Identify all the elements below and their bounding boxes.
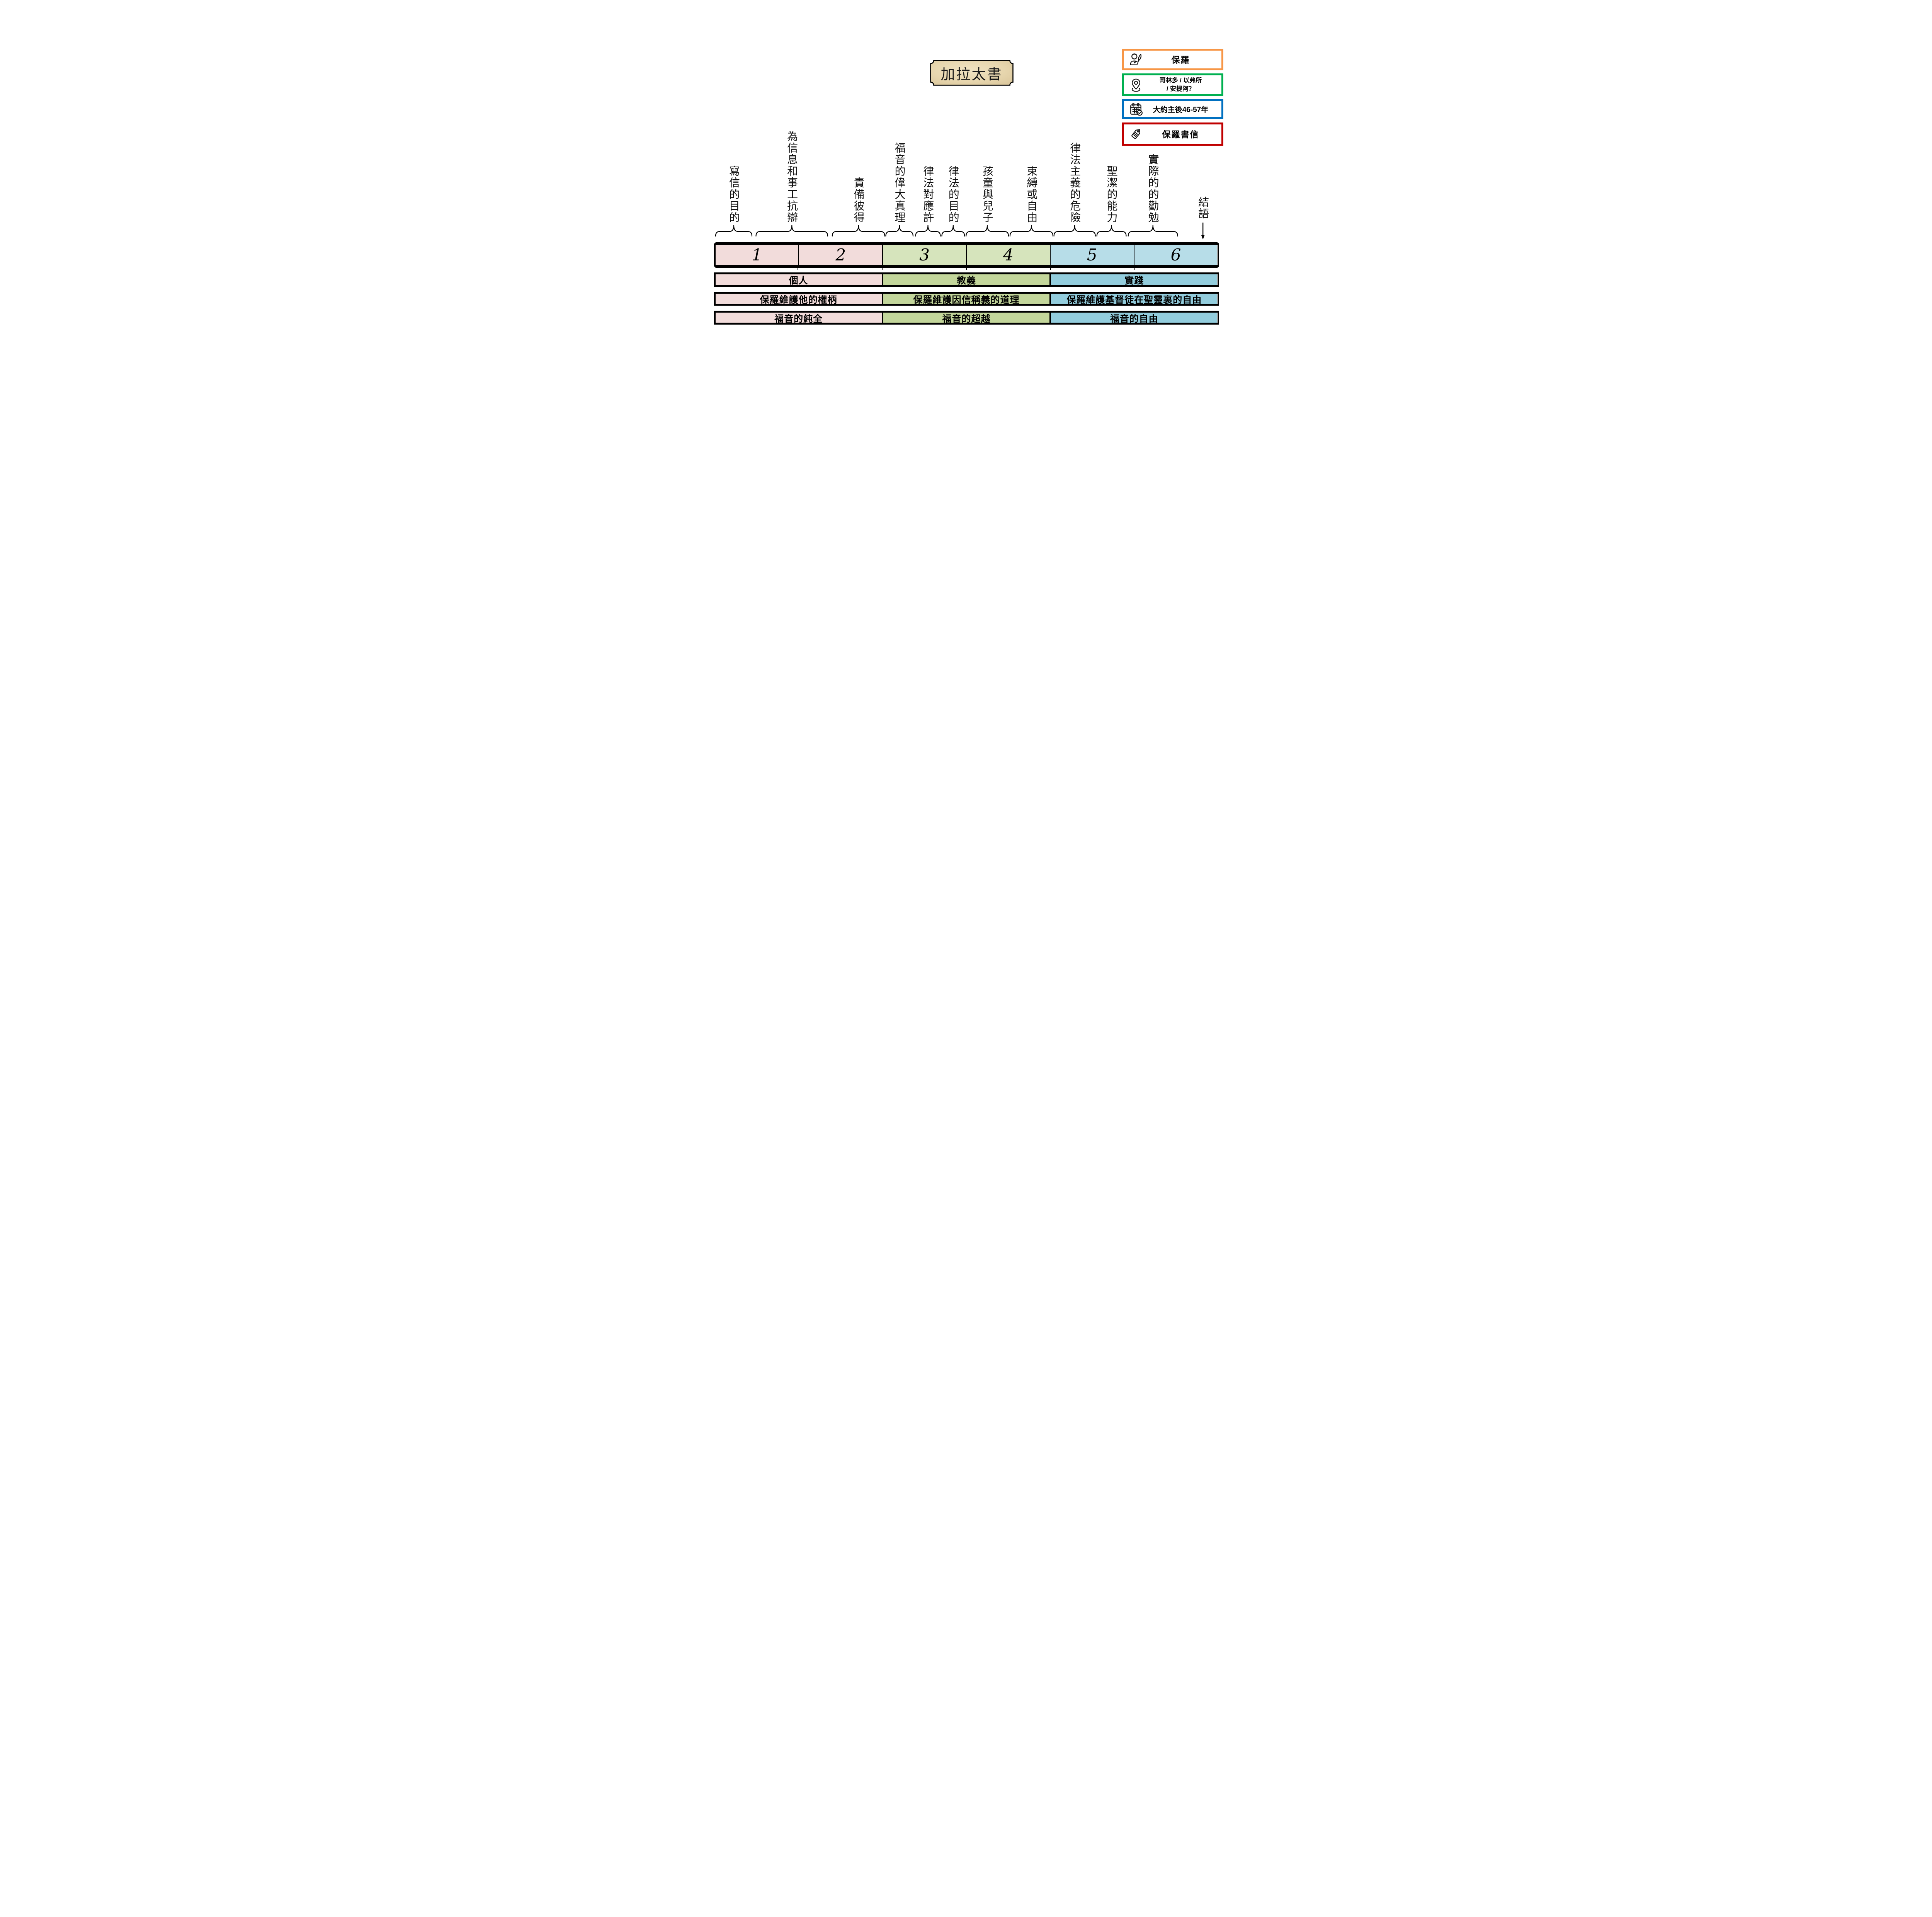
chapter-divider-tick (966, 268, 967, 270)
section-label: 聖潔的能力 (1105, 165, 1118, 223)
defense-row: 保羅維護他的權柄保羅維護因信稱義的道理保羅維護基督徒在聖靈裏的自由 (714, 292, 1219, 306)
legend-category-label: 保羅書信 (1162, 130, 1199, 139)
section-brace (715, 225, 752, 237)
summary-cell: 保羅維護基督徒在聖靈裏的自由 (1049, 294, 1218, 304)
chapter-cell-1: 1 (715, 245, 799, 265)
summary-cell: 福音的自由 (1049, 313, 1218, 323)
section-brace (965, 225, 1009, 237)
location-pin-icon (1129, 78, 1143, 92)
section-label: 律法的目的 (947, 165, 959, 223)
section-label: 結語 (1197, 196, 1209, 219)
summary-cell: 教義 (881, 274, 1050, 285)
section-label: 為信息和事工抗辯 (786, 131, 798, 223)
section-label: 律法主義的危險 (1069, 142, 1081, 223)
chapter-number: 1 (752, 245, 762, 264)
section-brace (885, 225, 913, 237)
section-brace (1128, 225, 1178, 237)
chapter-cell-3: 3 (882, 245, 966, 265)
section-label: 責備彼得 (852, 177, 865, 223)
galatians-overview-diagram: 加拉太書 保羅哥林多 / 以弗所/ 安提阿？ 大約主後46-57年保羅書信 寫信的… (695, 0, 1237, 383)
braces-layer (715, 223, 1205, 240)
chapter-number: 4 (1003, 245, 1014, 264)
summary-cell: 福音的純全 (715, 313, 882, 323)
chapter-number: 3 (919, 245, 930, 264)
chapter-cell-2: 2 (798, 245, 883, 265)
legend-place-box: 哥林多 / 以弗所/ 安提阿？ (1122, 73, 1223, 96)
legend-date-label: 大約主後46-57年 (1153, 106, 1209, 114)
conclusion-arrow-head (1201, 235, 1205, 240)
legend-date-box: 大約主後46-57年 (1122, 99, 1223, 119)
chapter-cell-5: 5 (1049, 245, 1134, 265)
summary-cell: 保羅維護他的權柄 (715, 294, 882, 304)
chapter-divider-tick (1134, 268, 1135, 270)
summary-cell: 實踐 (1049, 274, 1218, 285)
legend-author-box: 保羅 (1122, 49, 1223, 70)
legend-category-box: 保羅書信 (1122, 122, 1223, 146)
chapter-number: 2 (835, 245, 846, 264)
chapter-bar: 1 2 3 4 5 6 (714, 242, 1219, 268)
chapter-divider-tick (1050, 268, 1051, 270)
section-label: 孩童與兒子 (981, 165, 993, 223)
section-brace (915, 225, 941, 237)
chapter-cell-4: 4 (966, 245, 1050, 265)
page-title: 加拉太書 (940, 66, 1003, 82)
chapter-number: 5 (1087, 245, 1097, 264)
author-icon (1129, 52, 1143, 67)
section-label: 實際的的勸勉 (1147, 154, 1159, 223)
chapter-number: 6 (1170, 245, 1181, 264)
summary-cell: 保羅維護因信稱義的道理 (881, 294, 1050, 304)
section-label: 律法對應許 (922, 165, 934, 223)
section-brace (941, 225, 965, 237)
summary-cell: 個人 (715, 274, 882, 285)
legend-author-label: 保羅 (1171, 55, 1190, 65)
section-label: 福音的偉大真理 (893, 142, 906, 223)
summary-cell: 福音的超越 (881, 313, 1050, 323)
section-brace (1096, 225, 1127, 237)
title-plaque: 加拉太書 (930, 60, 1014, 86)
chapter-divider-tick (882, 268, 883, 270)
section-label: 束縛或自由 (1026, 165, 1038, 223)
plaque-shape (930, 60, 1014, 86)
section-label: 寫信的目的 (728, 165, 740, 223)
section-brace (1009, 225, 1053, 237)
section-brace (1053, 225, 1096, 237)
section-brace (832, 225, 885, 237)
calendar-icon (1129, 102, 1143, 117)
chapter-cell-6: 6 (1133, 245, 1218, 265)
tag-icon (1129, 127, 1143, 141)
gospel-row: 福音的純全福音的超越福音的自由 (714, 311, 1219, 325)
legend-place-label: 哥林多 / 以弗所/ 安提阿？ (1159, 77, 1202, 92)
section-brace (755, 225, 828, 237)
theme-row: 個人教義實踐 (714, 272, 1219, 287)
